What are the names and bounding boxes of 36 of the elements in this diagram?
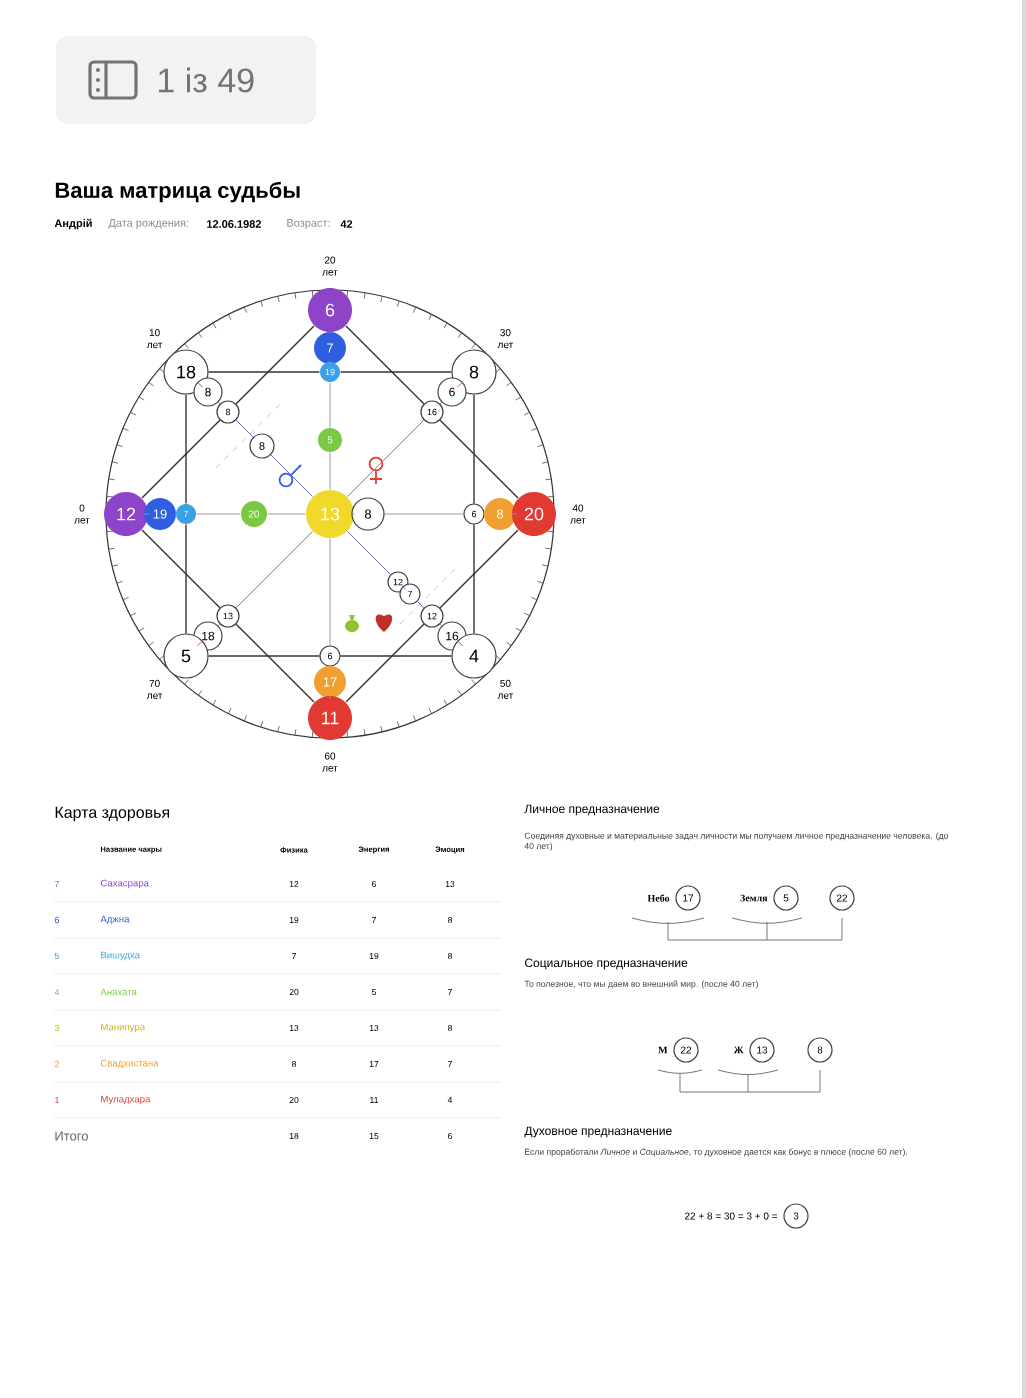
page-counter-badge: 1 із 49: [56, 36, 316, 124]
connector-line: [345, 325, 425, 405]
connector-line: [196, 513, 241, 515]
connector-line: [456, 381, 464, 388]
connector-line: [346, 419, 425, 498]
connector-line: [510, 513, 518, 515]
connector-line: [329, 538, 331, 646]
connector-line: [339, 655, 453, 657]
connector-line: [185, 523, 187, 635]
connector-line: [439, 419, 519, 499]
connector-line: [339, 371, 453, 373]
connector-line: [473, 523, 475, 635]
connector-line: [439, 529, 519, 609]
connector-line: [329, 382, 331, 428]
connector-line: [235, 325, 315, 405]
connector-line: [384, 513, 464, 515]
connector-line: [456, 640, 464, 647]
connector-line: [185, 393, 187, 505]
connector-line: [235, 530, 314, 609]
table-heading: Карта здоровья: [55, 806, 170, 822]
connector-line: [207, 371, 321, 373]
connector-line: [346, 530, 391, 575]
connector-line: [207, 655, 321, 657]
connector-line: [141, 419, 221, 499]
connector-line: [473, 393, 475, 505]
connector-line: [345, 623, 425, 703]
connector-line: [196, 640, 204, 647]
connector-line: [329, 452, 331, 490]
connector-line: [267, 513, 306, 515]
connector-line: [196, 381, 204, 388]
connector-line: [270, 454, 314, 498]
connector-line: [235, 419, 254, 438]
connector-line: [235, 623, 315, 703]
connector-line: [142, 513, 150, 515]
page-title: Ваша матрица судьбы: [55, 181, 300, 203]
connector-line: [141, 529, 221, 609]
